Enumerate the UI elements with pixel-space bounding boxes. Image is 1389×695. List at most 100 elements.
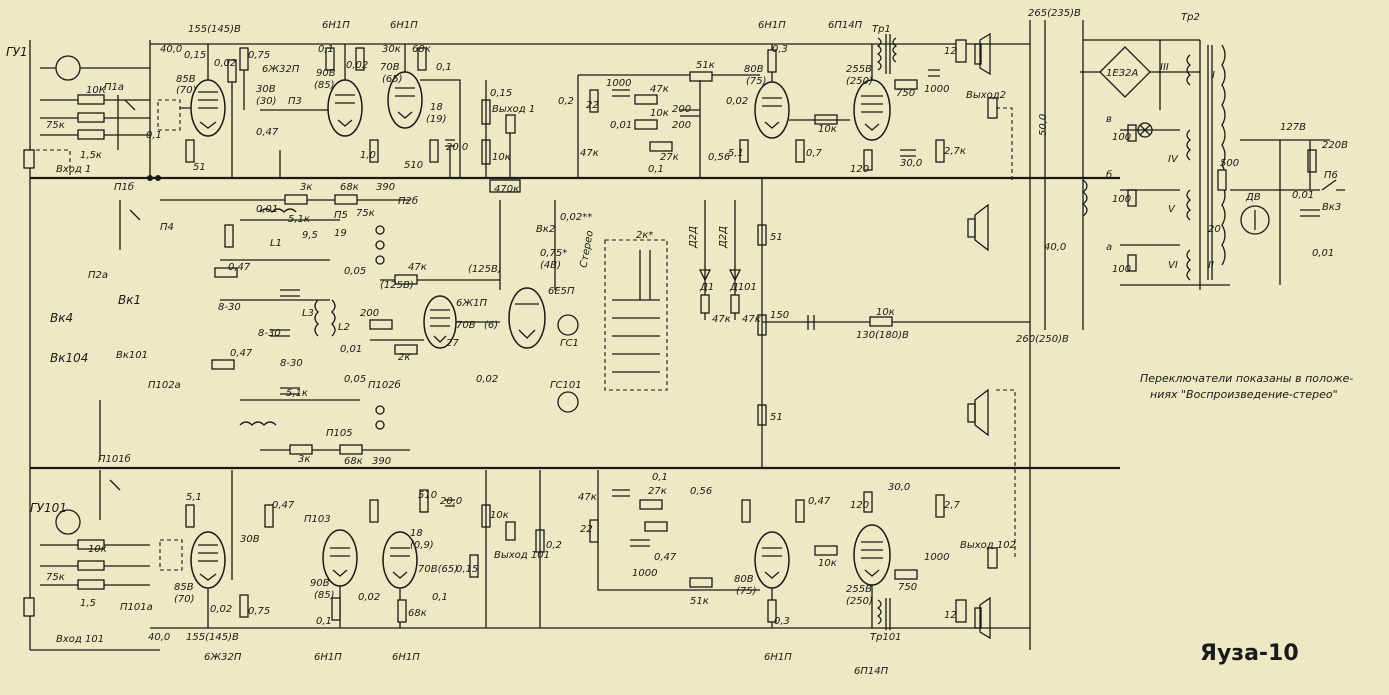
p101a-label: П101а bbox=[120, 602, 153, 613]
bot-c20-label: 20,0 bbox=[440, 496, 462, 507]
d1-label: Д1 bbox=[699, 282, 714, 293]
bot-r47k-label: 47к bbox=[578, 492, 597, 503]
r9-5-label: 9,5 bbox=[302, 230, 318, 241]
tube-6n1p-b-label: 6Н1П bbox=[390, 20, 418, 31]
bot-tone-r3900-label: 390 bbox=[372, 456, 391, 467]
p1b-label: П1б bbox=[114, 181, 134, 193]
c0-1-c-label: 0,1 bbox=[436, 62, 452, 73]
c0-02-c-label: 0,02 bbox=[476, 374, 498, 385]
schematic-title: Яуза-10 bbox=[1200, 641, 1299, 666]
p102a-label: П102а bbox=[148, 380, 181, 391]
v70b-label: 70В bbox=[380, 62, 400, 73]
r10k-c-label: 10к bbox=[650, 108, 669, 119]
r1-b-label: 1,0 bbox=[360, 150, 376, 161]
diodes bbox=[698, 178, 767, 468]
c20b-label: 20 bbox=[1208, 224, 1221, 235]
r47-a-label: 0,47 bbox=[256, 127, 279, 138]
p4-label: П4 bbox=[160, 222, 174, 233]
bot-r0-3-label: 0,3 bbox=[774, 616, 790, 627]
v30b-label: (30) bbox=[256, 96, 277, 107]
r27k-b-label: 2,7к bbox=[944, 146, 966, 157]
r100-b-label: 100 bbox=[1112, 194, 1131, 205]
v70-label: (70) bbox=[176, 85, 197, 96]
r0-15b-label: 0,15 bbox=[490, 88, 512, 99]
c0-1-e-label: 0,1 bbox=[648, 164, 664, 175]
r5-1-label: 5,1 bbox=[728, 148, 744, 159]
c0-01-e-label: 0,01 bbox=[1312, 248, 1334, 259]
tube-6e5p bbox=[481, 80, 579, 413]
bot-tone-r3k-label: 3к bbox=[298, 454, 310, 465]
node-v-label: в bbox=[1106, 114, 1112, 125]
w3-label: III bbox=[1160, 62, 1169, 73]
bot-c1000b-label: 1000 bbox=[924, 552, 949, 563]
bot-r0-47b-label: 0,47 bbox=[808, 496, 831, 507]
c20-label: 20,0 bbox=[446, 142, 468, 153]
note-line-2: ниях "Воспроизведение-стерео" bbox=[1150, 388, 1338, 401]
c0-01-a-label: 0,01 bbox=[256, 204, 278, 215]
bottom-output-101 bbox=[469, 470, 545, 628]
bot-v75-label: (75) bbox=[736, 586, 757, 597]
c200-a-label: 200 bbox=[672, 104, 691, 115]
tube-6zh32p-top-label: 6Ж32П bbox=[262, 64, 300, 75]
gs1-label: ГС1 bbox=[560, 338, 579, 349]
vk101-label: Вк101 bbox=[116, 350, 148, 361]
bot-r27k-label: 27к bbox=[648, 486, 667, 497]
v12-label: 12 bbox=[944, 46, 957, 57]
tone-section-top bbox=[119, 194, 410, 337]
v125-label: (125В) bbox=[380, 280, 414, 291]
v19-label: (19) bbox=[426, 114, 447, 125]
r51-c-label: 51 bbox=[770, 412, 783, 423]
gs1-head-icon bbox=[557, 314, 579, 336]
tube-6zh1p-label: 6Ж1П bbox=[456, 298, 487, 309]
r470k-potentiometer bbox=[489, 179, 521, 193]
c0-02-star-label: 0,02** bbox=[560, 212, 592, 223]
r0-75-star-label: 0,75* bbox=[540, 248, 567, 259]
stereo-switch-block bbox=[604, 239, 668, 391]
v130-label: 130(180)В bbox=[856, 330, 909, 341]
gs101-head-icon bbox=[557, 391, 579, 413]
bot-r0-1c-label: 0,1 bbox=[432, 592, 448, 603]
tube-6n1p-d bbox=[264, 499, 379, 628]
c1000-b-label: 1000 bbox=[924, 84, 949, 95]
c1000-a-label: 1000 bbox=[606, 78, 631, 89]
vyhod1-label: Выход 1 bbox=[492, 104, 535, 115]
c50-label: 50,0 bbox=[1038, 114, 1049, 136]
note-line-1: Переключатели показаны в положе- bbox=[1140, 372, 1353, 385]
c200-b-label: 200 bbox=[672, 120, 691, 131]
bottom-input-section bbox=[23, 400, 183, 617]
bot-r51-label: 5,1 bbox=[186, 492, 202, 503]
L2-label: L2 bbox=[338, 322, 350, 333]
w1-label: I bbox=[1212, 70, 1215, 81]
speaker-mid-top-icon bbox=[974, 203, 989, 252]
side-speakers bbox=[967, 179, 1088, 560]
tube-6p14p-top-label: 6П14П bbox=[828, 20, 863, 31]
bot-r30-label: 30,0 bbox=[888, 482, 910, 493]
r0-02-a-label: 0,02 bbox=[214, 58, 236, 69]
bot-r0-2-label: 0,2 bbox=[546, 540, 562, 551]
bot-c40-label: 40,0 bbox=[148, 632, 170, 643]
tube-6zh32p-bottom bbox=[185, 470, 249, 628]
r47k-b-label: 47к bbox=[650, 84, 669, 95]
tube-6zh1p bbox=[369, 274, 500, 355]
bot-r120-label: 120 bbox=[850, 500, 869, 511]
vhod1-jack-icon bbox=[23, 149, 35, 169]
bot-r0-1-label: 0,1 bbox=[316, 616, 332, 627]
bot-r2-7-label: 2,7 bbox=[944, 500, 961, 511]
r10k-a-label: 10К bbox=[86, 85, 107, 96]
bot-r68k-label: 68к bbox=[408, 608, 427, 619]
tube-6p14p-bot-label: 6П14П bbox=[854, 666, 889, 677]
gs101-label: ГС101 bbox=[550, 380, 582, 391]
v80-label: 80В bbox=[744, 64, 764, 75]
r510-label: 510 bbox=[404, 160, 423, 171]
bridge-label: 1ЕЗ2А bbox=[1106, 68, 1138, 79]
tube-6n1p-c-label: 6Н1П bbox=[758, 20, 786, 31]
bot-v90-label: 90В bbox=[310, 578, 330, 589]
p6-label: П6 bbox=[1324, 170, 1338, 181]
r51k-a-label: 51к bbox=[696, 60, 715, 71]
bot-v255-label: 255В bbox=[846, 584, 872, 595]
vyhod101-label: Выход 101 bbox=[494, 550, 550, 561]
v85-label: 85В bbox=[176, 74, 196, 85]
v65-label: (65) bbox=[382, 74, 403, 85]
